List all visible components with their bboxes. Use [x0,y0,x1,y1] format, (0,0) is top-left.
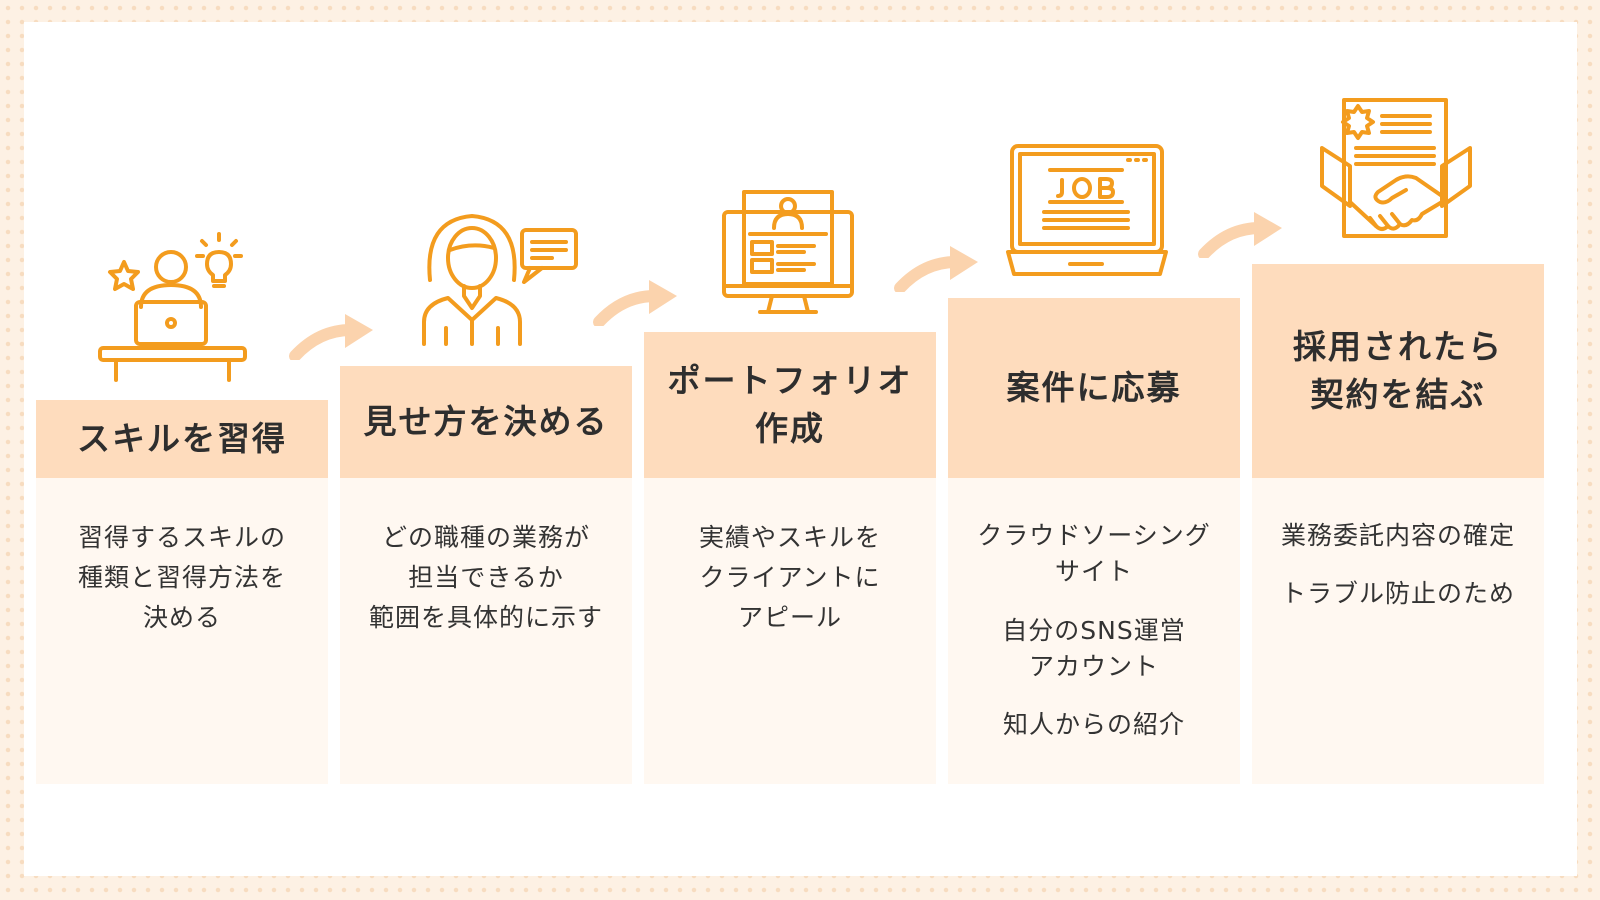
description-line: 業務委託内容の確定 [1280,521,1515,550]
step-title: 見せ方を決める [340,366,632,478]
description-line: 実績やスキルを クライアントに アピール [698,523,881,632]
step-title: スキルを習得 [36,400,328,478]
flow-card: スキルを習得 習得するスキルの 種類と習得方法を 決める 見せ方を決める [24,22,1577,876]
description-line: クラウドソーシング サイト [977,521,1211,587]
next-arrow-icon [593,280,677,326]
description-line: 自分のSNS運営 アカウント [1002,615,1186,681]
description-line: 知人からの紹介 [1002,710,1185,739]
description-line: 習得するスキルの 種類と習得方法を 決める [77,523,286,632]
description-line: トラブル防止のため [1280,579,1515,609]
next-arrow-icon [289,314,373,360]
step-title: 採用されたら 契約を結ぶ [1252,264,1544,478]
step-title: ポートフォリオ 作成 [644,332,936,478]
businesswoman-speech-icon [410,208,580,348]
step-description: 習得するスキルの 種類と習得方法を 決める [36,478,328,784]
job-laptop-icon [1004,142,1168,284]
portfolio-monitor-icon [720,190,860,316]
step-description: 実績やスキルを クライアントに アピール [644,478,936,784]
contract-handshake-icon [1318,98,1474,248]
step-description: 業務委託内容の確定 トラブル防止のため [1252,478,1544,784]
description-line: どの職種の業務が 担当できるか 範囲を具体的に示す [368,523,603,632]
step-title: 案件に応募 [948,298,1240,478]
learning-at-laptop-icon [96,232,261,382]
next-arrow-icon [1198,212,1282,258]
next-arrow-icon [894,246,978,292]
step-description: どの職種の業務が 担当できるか 範囲を具体的に示す [340,478,632,784]
step-description: クラウドソーシング サイト 自分のSNS運営 アカウント 知人からの紹介 [948,478,1240,784]
